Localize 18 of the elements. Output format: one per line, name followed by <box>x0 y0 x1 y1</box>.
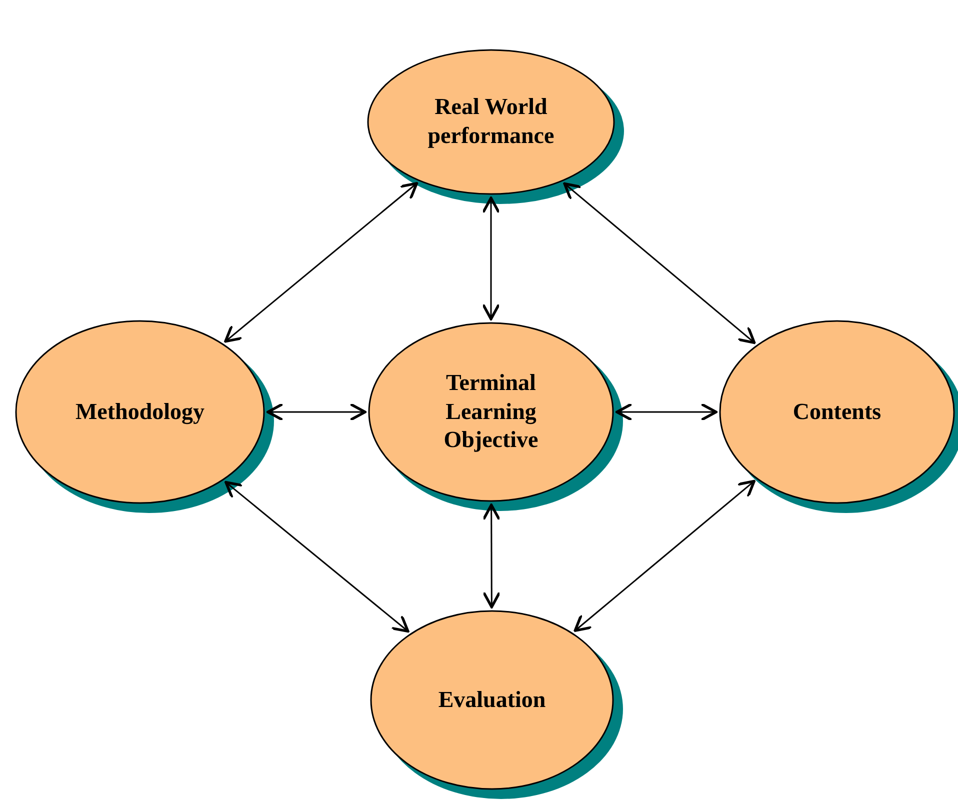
ellipse-node <box>719 320 955 504</box>
node-label: Terminal Learning Objective <box>442 368 540 454</box>
node-label: Real World performance <box>426 93 556 150</box>
ellipse-node <box>367 49 615 195</box>
double-arrow <box>563 182 756 344</box>
ellipse-node <box>368 322 614 502</box>
double-arrow <box>574 480 756 632</box>
ellipse-node <box>15 320 265 504</box>
double-arrow <box>616 402 718 422</box>
double-arrow <box>266 402 366 422</box>
double-arrow <box>482 196 500 320</box>
node-label: Methodology <box>75 398 205 426</box>
ellipse-node <box>370 610 614 790</box>
node-label: Evaluation <box>438 686 546 714</box>
node-label: Contents <box>792 398 882 426</box>
double-arrow <box>482 504 501 608</box>
double-arrow <box>224 480 410 633</box>
double-arrow <box>224 182 418 343</box>
